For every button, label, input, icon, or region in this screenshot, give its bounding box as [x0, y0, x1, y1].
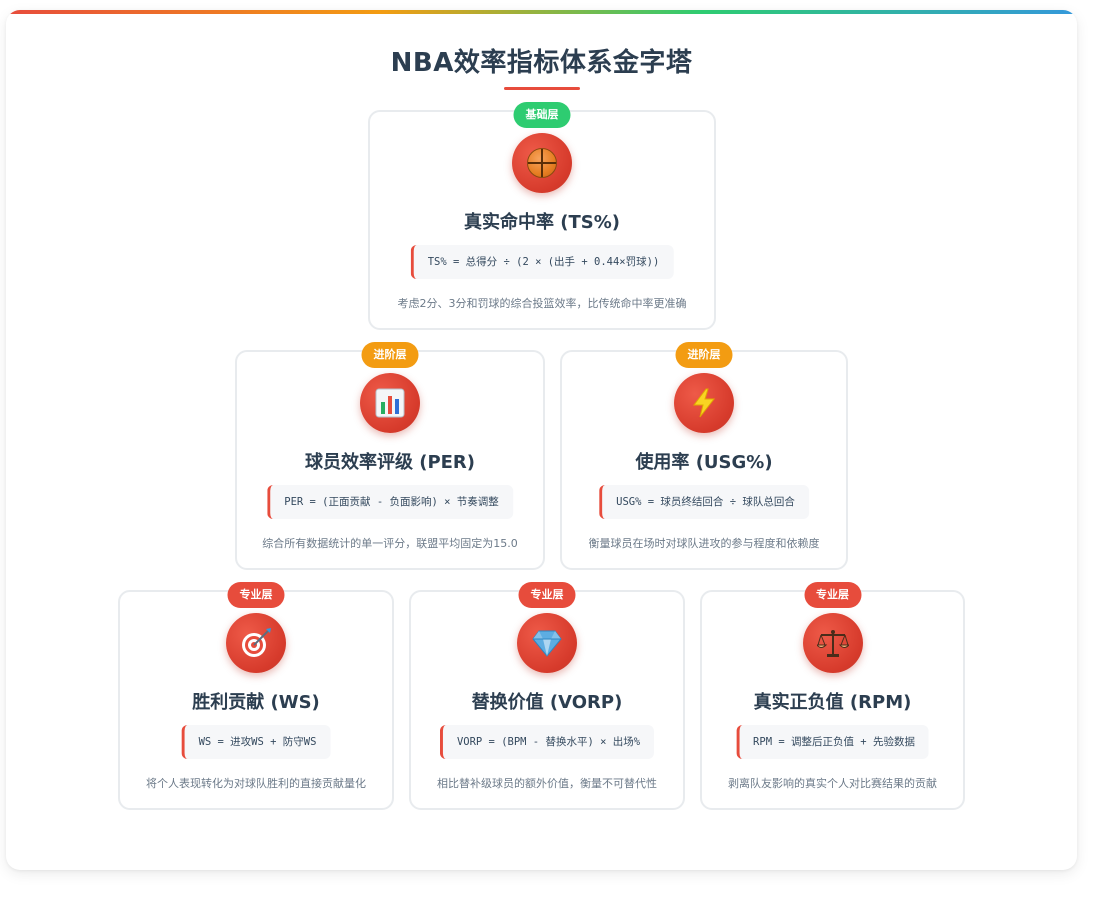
formula-box: RPM = 调整后正负值 + 先验数据	[736, 725, 929, 759]
formula-box: TS% = 总得分 ÷ (2 × (出手 + 0.44×罚球))	[410, 245, 674, 279]
metric-card-rpm: 专业层 真实正负值 (RPM) RPM = 调整后正负值 + 先验数据 剥离队友…	[700, 582, 965, 810]
tier-badge-professional: 专业层	[227, 582, 285, 608]
card-description: 将个人表现转化为对球队胜利的直接贡献量化	[146, 777, 366, 790]
formula-box: PER = (正面贡献 - 负面影响) × 节奏调整	[267, 485, 513, 519]
tier-badge-advanced: 进阶层	[361, 342, 419, 368]
diamond-icon	[517, 613, 577, 673]
formula-box: VORP = (BPM - 替换水平) × 出场%	[439, 725, 655, 759]
card-description: 综合所有数据统计的单一评分，联盟平均固定为15.0	[262, 537, 518, 550]
metric-card-usg: 进阶层 使用率 (USG%) USG% = 球员终结回合 ÷ 球队总回合 衡量球…	[560, 342, 848, 570]
tier-badge-professional: 专业层	[804, 582, 861, 608]
formula-box: USG% = 球员终结回合 ÷ 球队总回合	[599, 485, 809, 519]
metric-card-per: 进阶层 球员效率评级 (PER) PER = (正面贡献 - 负面影响) × 节…	[235, 342, 545, 570]
tier-badge-advanced: 进阶层	[675, 342, 733, 368]
formula-box: WS = 进攻WS + 防守WS	[181, 725, 331, 759]
tier-badge-professional: 专业层	[518, 582, 576, 608]
card-title: 替换价值 (VORP)	[471, 692, 623, 713]
card-description: 考虑2分、3分和罚球的综合投篮效率，比传统命中率更准确	[397, 297, 687, 310]
target-icon	[226, 613, 286, 673]
metric-card-ws: 专业层 胜利贡献 (WS) WS = 进攻WS + 防守WS 将个人表现转化为对…	[118, 582, 394, 810]
tier-badge-basic: 基础层	[513, 102, 571, 128]
card-description: 衡量球员在场时对球队进攻的参与程度和依赖度	[588, 537, 820, 550]
pyramid-panel: NBA效率指标体系金字塔 基础层 真实命中率 (TS%) TS% = 总得分 ÷…	[6, 10, 1077, 870]
card-title: 球员效率评级 (PER)	[304, 452, 476, 473]
card-title: 胜利贡献 (WS)	[192, 692, 320, 713]
card-title: 使用率 (USG%)	[635, 452, 773, 473]
card-title: 真实命中率 (TS%)	[464, 212, 620, 233]
metric-card-vorp: 专业层 替换价值 (VORP) VORP = (BPM - 替换水平) × 出场…	[409, 582, 685, 810]
scales-icon	[802, 613, 863, 673]
metric-card-ts: 基础层 真实命中率 (TS%) TS% = 总得分 ÷ (2 × (出手 + 0…	[368, 102, 716, 330]
page-title: NBA效率指标体系金字塔	[390, 48, 693, 78]
card-description: 相比替补级球员的额外价值，衡量不可替代性	[437, 777, 657, 790]
gradient-top-bar	[6, 10, 1077, 14]
bar-chart-icon	[360, 373, 420, 433]
card-description: 剥离队友影响的真实个人对比赛结果的贡献	[728, 777, 937, 790]
title-underline	[504, 87, 580, 90]
lightning-icon	[674, 373, 734, 433]
basketball-icon	[512, 133, 572, 193]
card-title: 真实正负值 (RPM)	[753, 692, 912, 713]
